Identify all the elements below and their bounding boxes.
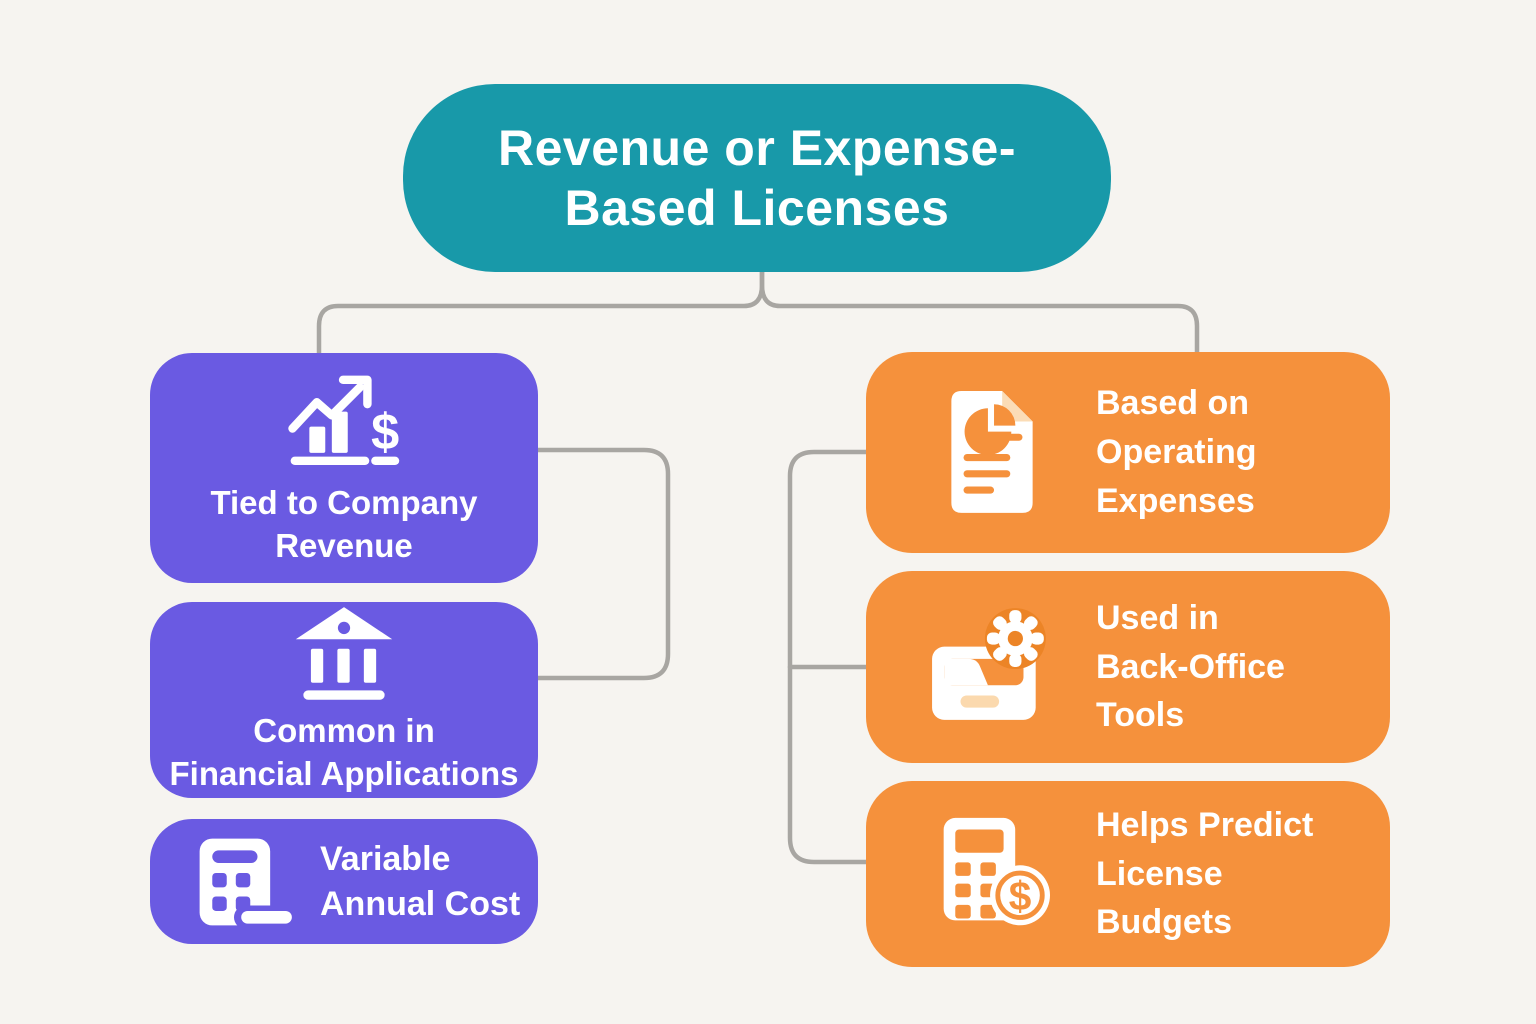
node-variable-annual-cost: Variable Annual Cost [150,819,538,944]
node-helps-predict-license-budgets: $ Helps Predict License Budgets [866,781,1390,967]
label-line: Helps Predict [1096,805,1314,844]
label-line: Tools [1096,696,1185,735]
left-bracket-line [535,447,671,681]
label-line: Based on [1096,384,1250,423]
calculator-icon [196,835,300,929]
node-used-in-back-office-tools: Used in Back-Office Tools [866,571,1390,763]
node-label: Used in Back-Office Tools [1096,594,1285,741]
label-line: License [1096,854,1223,893]
branch-left-line [316,269,765,356]
folder-gear-icon [916,608,1068,726]
expense-report-icon [916,389,1068,517]
node-tied-to-company-revenue: $ Tied to Company Revenue [150,353,538,583]
label-line: Common in [253,711,435,749]
dollar-glyph: $ [1009,873,1032,919]
dollar-glyph: $ [371,403,399,460]
label-line: Back-Office [1096,647,1285,686]
branch-right-line [759,269,1200,355]
root-title-line2: Based Licenses [564,180,950,236]
revenue-growth-icon: $ [285,368,403,474]
node-label: Based on Operating Expenses [1096,379,1257,526]
bank-icon [292,605,396,700]
root-title-line1: Revenue or Expense- [497,120,1017,176]
node-label: Common in Financial Applications [170,710,519,796]
label-line: Used in [1096,598,1219,637]
node-common-in-financial-applications: Common in Financial Applications [150,602,538,798]
label-line: Tied to Company [210,484,478,522]
label-line: Annual Cost [320,884,521,923]
label-line: Revenue [275,527,413,564]
node-label: Variable Annual Cost [320,837,520,927]
label-line: Budgets [1096,903,1232,942]
label-line: Operating [1096,433,1257,472]
node-label: Tied to Company Revenue [210,482,477,568]
label-line: Expenses [1096,481,1255,520]
node-label: Helps Predict License Budgets [1096,801,1313,948]
right-bracket-line [787,449,869,865]
calculator-dollar-icon: $ [916,816,1068,932]
label-line: Financial Applications [169,754,519,792]
root-node-revenue-expense-licenses: Revenue or Expense- Based Licenses [403,84,1111,272]
label-line: Variable [320,839,451,878]
node-based-on-operating-expenses: Based on Operating Expenses [866,352,1390,553]
